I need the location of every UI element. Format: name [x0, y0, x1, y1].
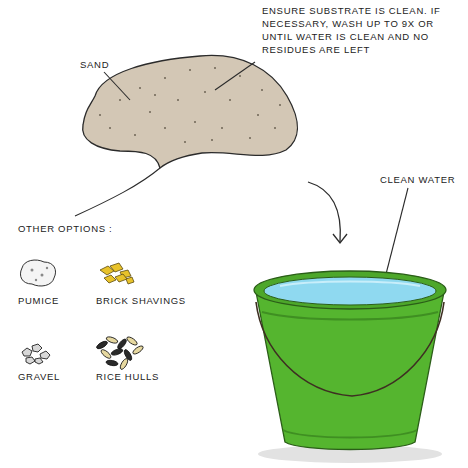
leader-line	[215, 62, 255, 90]
sand-grains	[99, 67, 281, 143]
flow-arrow	[308, 182, 347, 243]
leader-line	[104, 72, 130, 100]
bucket-body	[256, 292, 444, 450]
option-label: PUMICE	[18, 294, 59, 307]
rice-hulls-icon	[96, 336, 145, 371]
part-label: CLEAN WATER	[380, 173, 455, 186]
leader-lines	[75, 62, 408, 278]
note-text: ENSURE SUBSTRATE IS CLEAN. IF NECESSARY,…	[262, 4, 462, 56]
bucket-rim	[254, 271, 446, 309]
bucket-band	[283, 430, 417, 438]
water-shine	[280, 282, 420, 287]
leader-line	[385, 188, 408, 278]
leader-line	[75, 168, 160, 216]
option-label: BRICK SHAVINGS	[96, 294, 186, 307]
option-label: RICE HULLS	[96, 370, 159, 383]
heading-label: OTHER OPTIONS :	[18, 222, 112, 235]
sand-pile	[83, 55, 298, 168]
gravel-icon	[22, 344, 50, 364]
bucket-handle	[256, 302, 444, 396]
pumice-icon	[20, 260, 55, 286]
brick-shavings-icon	[100, 263, 134, 284]
bucket-band	[262, 312, 438, 320]
water	[264, 277, 436, 305]
option-label: GRAVEL	[18, 370, 60, 383]
part-label: SAND	[80, 58, 109, 71]
